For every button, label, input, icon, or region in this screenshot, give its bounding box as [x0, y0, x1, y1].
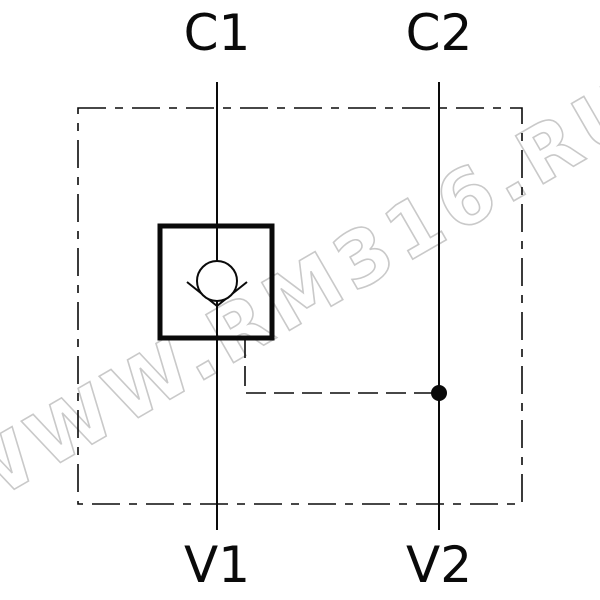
- junction-dot: [431, 385, 447, 401]
- check-valve-ball: [196, 260, 238, 302]
- check-valve-seat: [186, 281, 248, 308]
- watermark-text: WWW.RM316.RU: [0, 60, 600, 531]
- port-label-v2: V2: [405, 536, 473, 594]
- valve-body-outline: [77, 107, 523, 505]
- pilot-line: [244, 338, 439, 394]
- port-label-v1: V1: [183, 536, 251, 594]
- port-label-c1: C1: [183, 4, 251, 62]
- port-label-c2: C2: [405, 4, 473, 62]
